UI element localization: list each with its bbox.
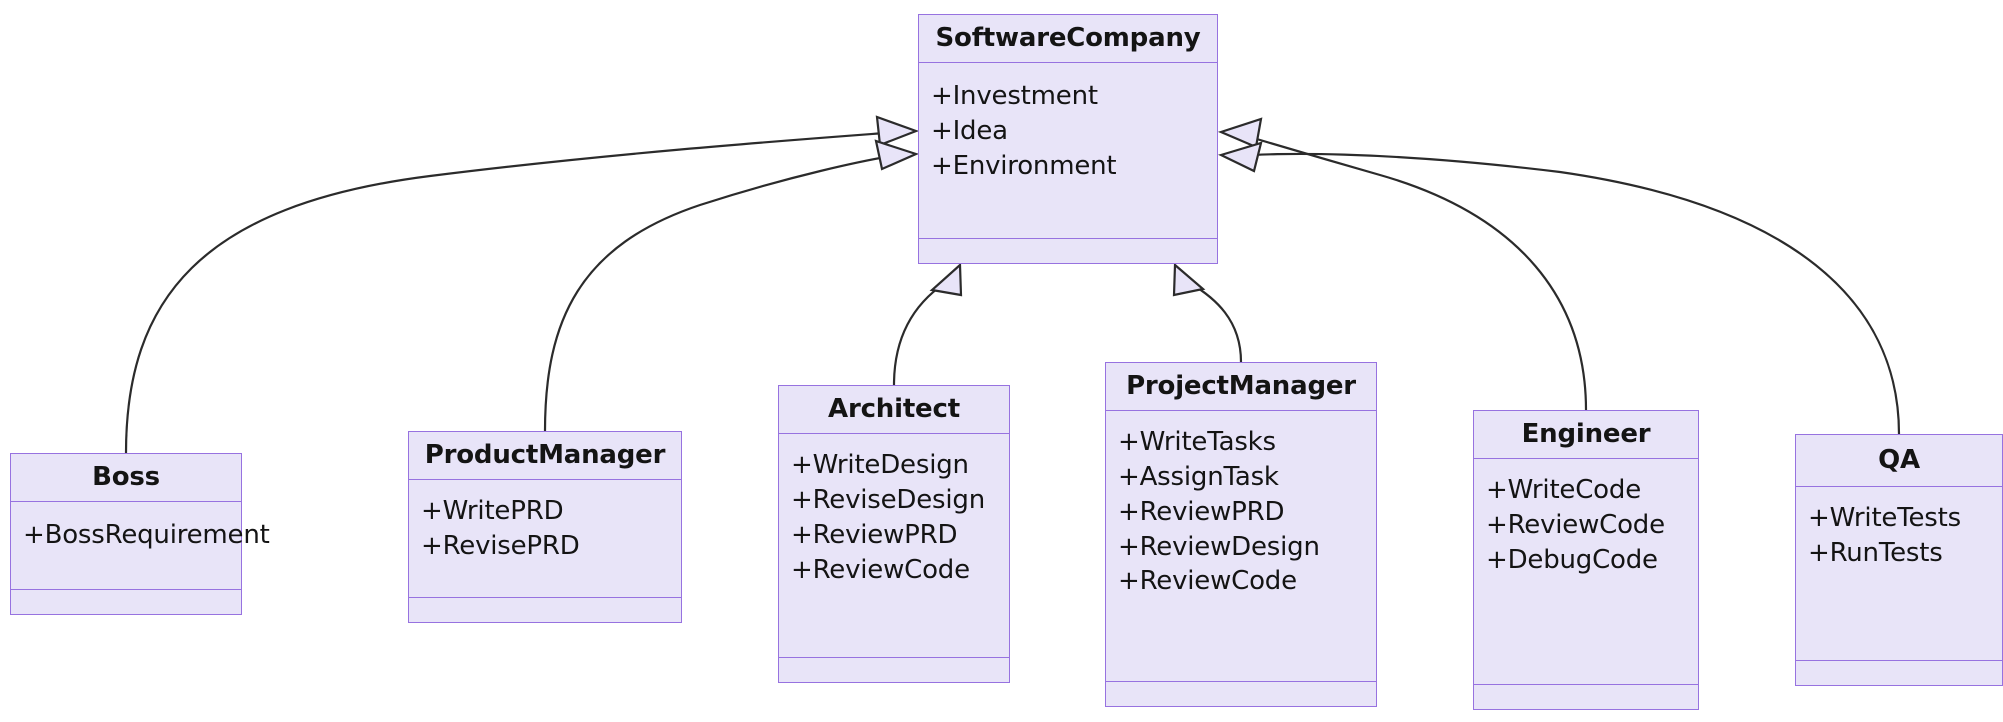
- attribute-row: +ReviseDesign: [791, 484, 985, 515]
- class-title: Architect: [779, 386, 1009, 435]
- inheritance-arrowhead-engineer: [1217, 117, 1263, 149]
- attribute-row: +Investment: [931, 81, 1098, 112]
- inheritance-arrowhead-boss: [875, 115, 920, 147]
- class-title: SoftwareCompany: [919, 15, 1217, 64]
- class-title: Boss: [11, 454, 241, 503]
- class-attributes: +WriteCode +ReviewCode +DebugCode: [1474, 459, 1698, 685]
- edge-projectmanager-to-softwarecompany: [1189, 282, 1243, 363]
- attribute-row: +Idea: [931, 115, 1008, 146]
- attribute-row: +WriteDesign: [791, 450, 969, 481]
- inheritance-arrowhead-qa: [1217, 141, 1263, 173]
- inheritance-arrowhead-projectmanager: [1172, 262, 1206, 297]
- uml-class-boss[interactable]: Boss +BossRequirement: [10, 453, 270, 615]
- class-methods: [1106, 682, 1376, 706]
- class-title: Engineer: [1474, 411, 1698, 460]
- attribute-row: +ReviewCode: [1486, 509, 1665, 540]
- class-title: QA: [1796, 435, 2002, 488]
- attribute-row: +ReviewPRD: [1118, 496, 1285, 527]
- attribute-row: +ReviewPRD: [791, 519, 958, 550]
- inheritance-arrowhead-architect: [929, 262, 963, 297]
- class-title: ProjectManager: [1106, 363, 1376, 412]
- class-attributes: +BossRequirement: [11, 502, 270, 590]
- attribute-row: +Environment: [931, 150, 1117, 181]
- attribute-row: +RunTests: [1808, 537, 1943, 568]
- class-methods: [1796, 661, 2002, 685]
- class-attributes: +WriteTasks +AssignTask +ReviewPRD +Revi…: [1106, 411, 1376, 682]
- attribute-row: +WriteTests: [1808, 503, 1961, 534]
- attribute-row: +ReviewDesign: [1118, 531, 1320, 562]
- uml-class-softwarecompany[interactable]: SoftwareCompany +Investment +Idea +Envir…: [918, 14, 1218, 264]
- attribute-row: +ReviewCode: [1118, 566, 1297, 597]
- class-attributes: +WriteDesign +ReviseDesign +ReviewPRD +R…: [779, 434, 1009, 658]
- uml-class-engineer[interactable]: Engineer +WriteCode +ReviewCode +DebugCo…: [1473, 410, 1699, 710]
- attribute-row: +RevisePRD: [421, 530, 580, 561]
- uml-class-projectmanager[interactable]: ProjectManager +WriteTasks +AssignTask +…: [1105, 362, 1377, 707]
- uml-class-productmanager[interactable]: ProductManager +WritePRD +RevisePRD: [408, 431, 682, 623]
- attribute-row: +ReviewCode: [791, 554, 970, 585]
- inheritance-arrowhead-productmanager: [874, 139, 920, 171]
- edge-architect-to-softwarecompany: [892, 282, 946, 386]
- class-title: ProductManager: [409, 432, 681, 481]
- uml-class-qa[interactable]: QA +WriteTests +RunTests: [1795, 434, 2003, 686]
- class-methods: [409, 598, 681, 622]
- class-methods: [11, 590, 241, 614]
- class-methods: [1474, 685, 1698, 709]
- class-methods: [779, 658, 1009, 682]
- attribute-row: +WritePRD: [421, 496, 564, 527]
- attribute-row: +DebugCode: [1486, 544, 1658, 575]
- uml-class-architect[interactable]: Architect +WriteDesign +ReviseDesign +Re…: [778, 385, 1010, 683]
- attribute-row: +BossRequirement: [23, 520, 270, 551]
- attribute-row: +WriteCode: [1486, 475, 1641, 506]
- class-methods: [919, 239, 1217, 263]
- class-attributes: +WritePRD +RevisePRD: [409, 480, 681, 598]
- attribute-row: +AssignTask: [1118, 461, 1279, 492]
- class-attributes: +Investment +Idea +Environment: [919, 63, 1217, 239]
- class-attributes: +WriteTests +RunTests: [1796, 487, 2002, 661]
- attribute-row: +WriteTasks: [1118, 427, 1276, 458]
